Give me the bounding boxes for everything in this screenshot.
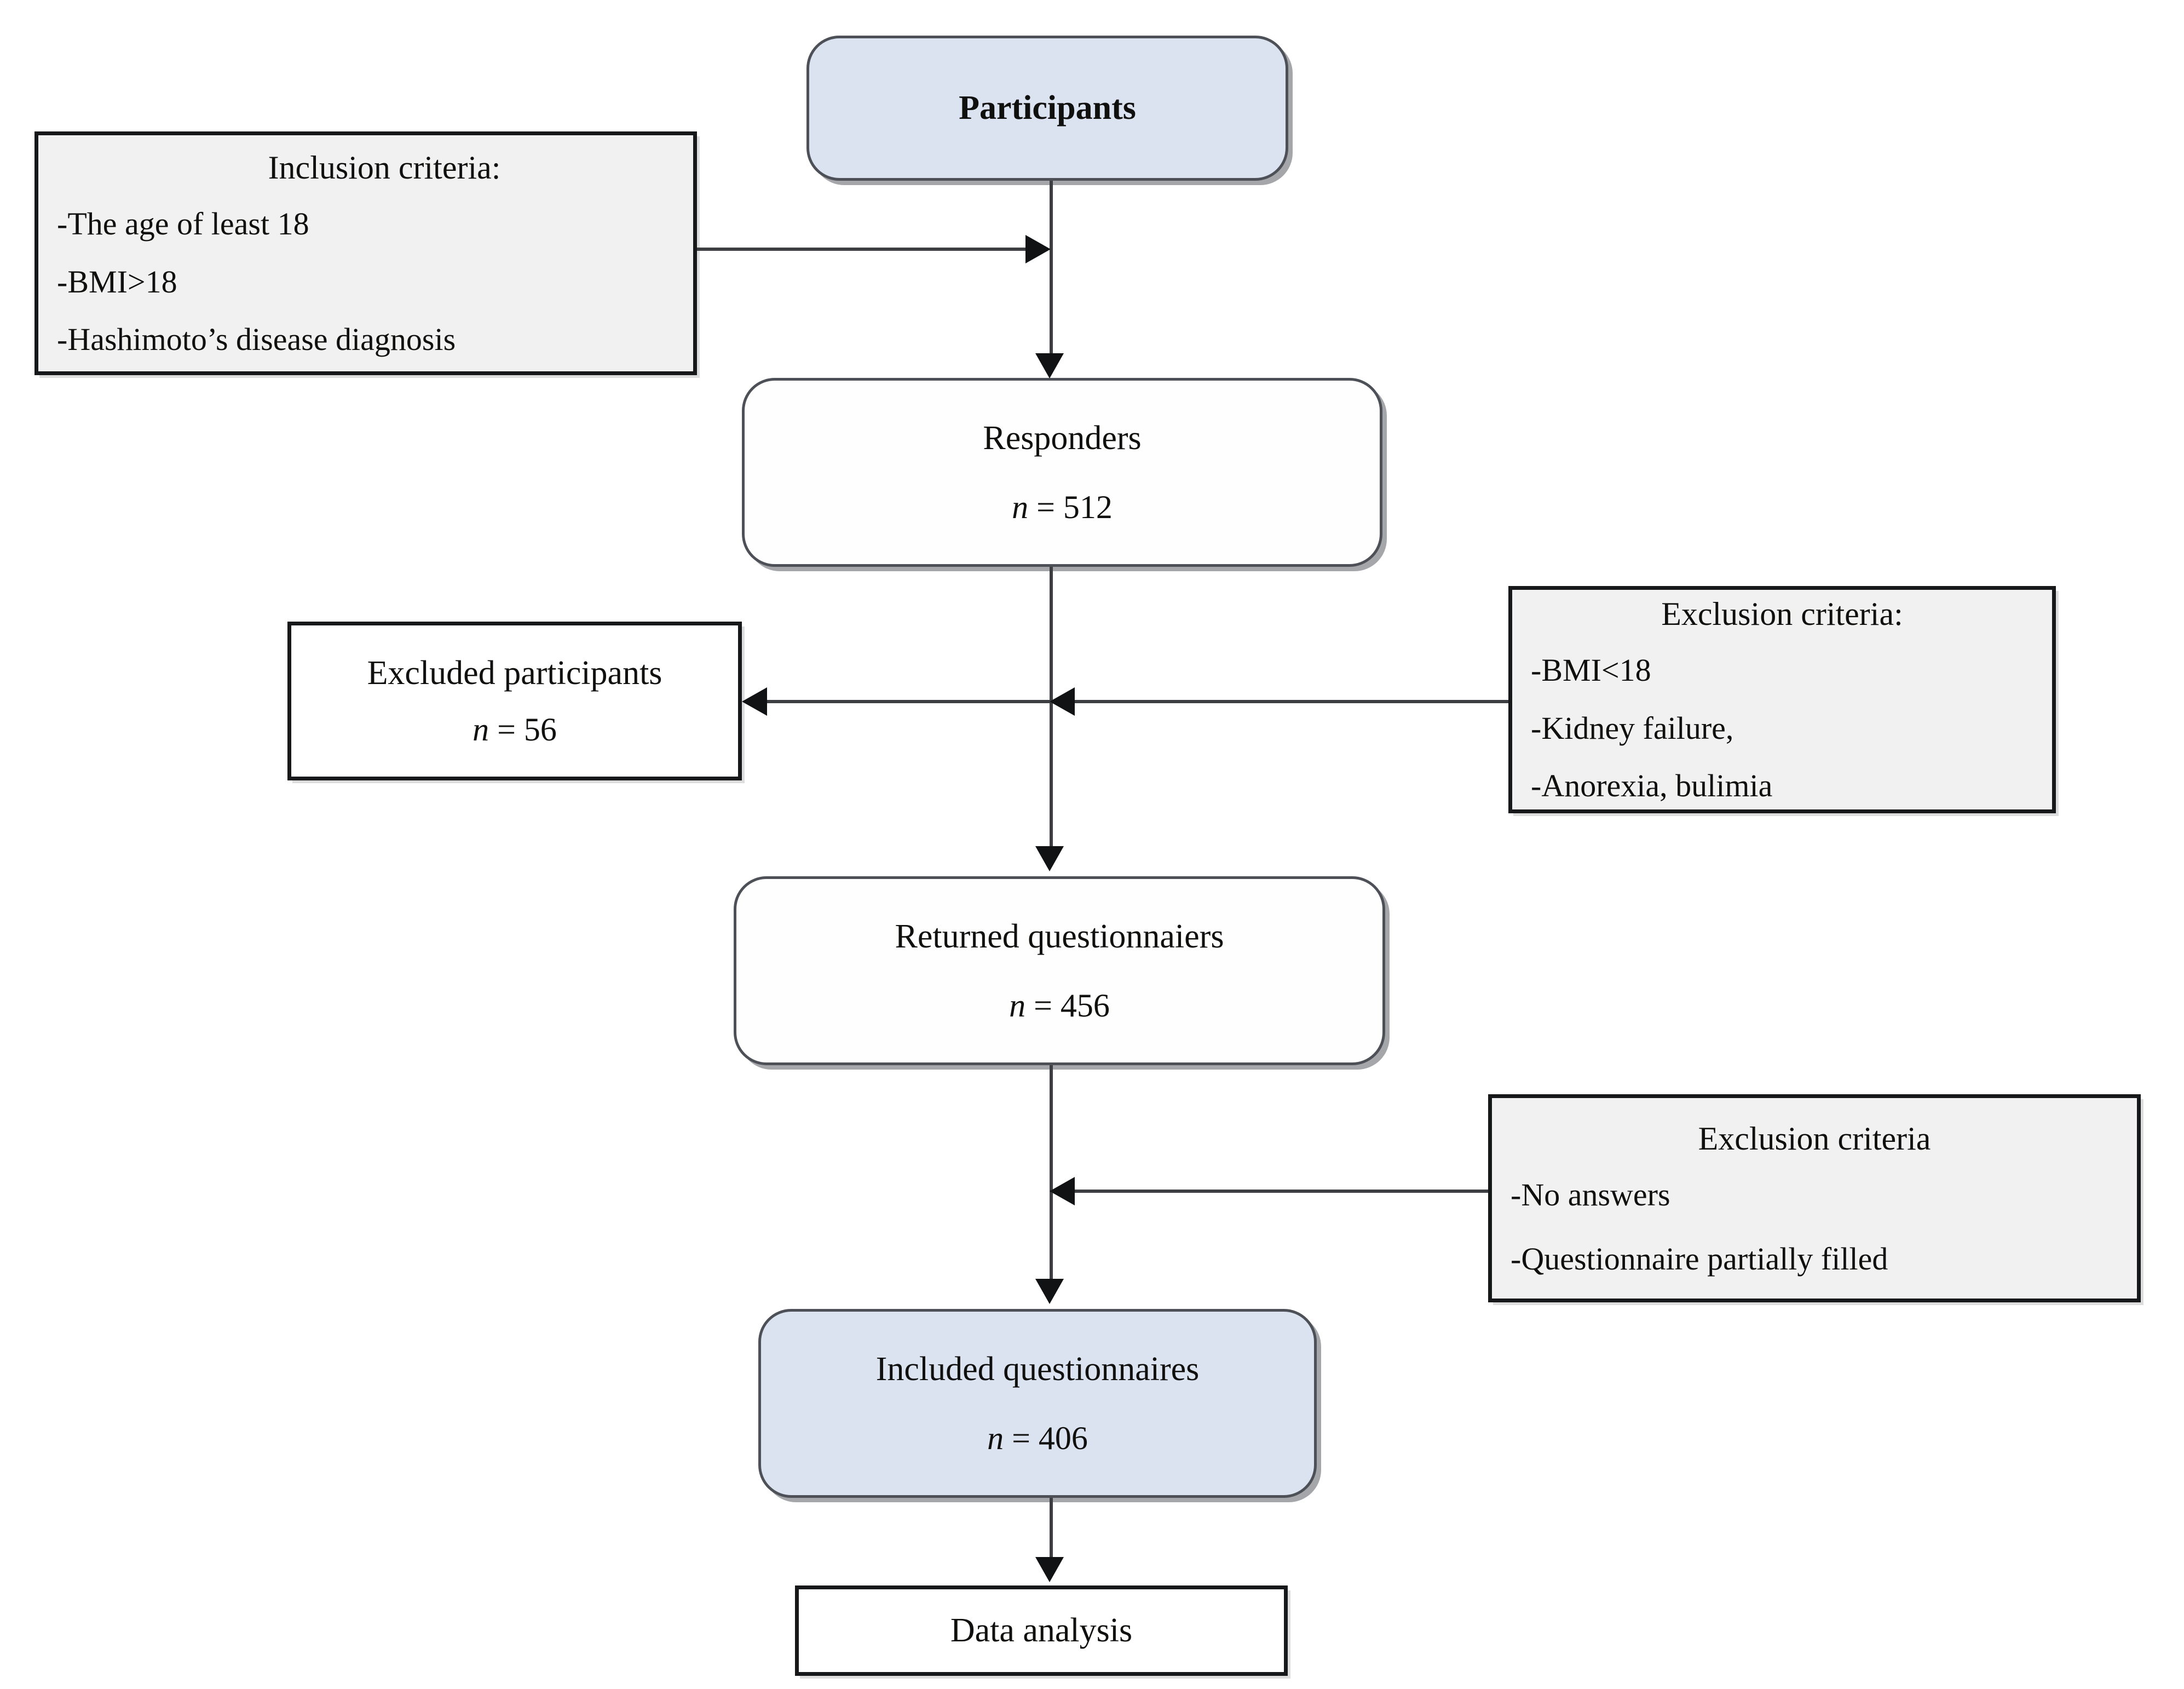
- node-returned-questionnaires[interactable]: Returned questionnaiers n = 456: [734, 876, 1385, 1065]
- exclusion-criteria-1-item-2: -Kidney failure,: [1531, 710, 1734, 746]
- edge-exclusion1-to-excluded-arrowhead: [742, 687, 767, 716]
- node-responders-label: Responders: [983, 420, 1142, 457]
- edge-participants-to-responders-line: [1050, 181, 1053, 356]
- node-included-count: n = 406: [987, 1420, 1088, 1456]
- exclusion-criteria-2-heading: Exclusion criteria: [1698, 1120, 1931, 1157]
- edge-included-to-analysis-arrowhead: [1035, 1557, 1064, 1582]
- edge-exclusion1-to-excluded-line: [767, 700, 1508, 703]
- node-responders[interactable]: Responders n = 512: [742, 378, 1382, 567]
- inclusion-criteria-list: -The age of least 18 -BMI>18 -Hashimoto’…: [38, 203, 712, 360]
- inclusion-criteria-item-1: -The age of least 18: [57, 206, 309, 242]
- edge-included-to-analysis-line: [1050, 1498, 1053, 1558]
- node-responders-count: n = 512: [1012, 489, 1113, 525]
- edge-returned-to-included-line: [1050, 1065, 1053, 1282]
- node-included-label: Included questionnaires: [875, 1351, 1200, 1388]
- node-participants-label: Participants: [959, 89, 1136, 127]
- node-data-analysis-label: Data analysis: [950, 1612, 1133, 1650]
- inclusion-criteria-heading: Inclusion criteria:: [268, 150, 501, 186]
- node-returned-count: n = 456: [1009, 987, 1110, 1024]
- edge-participants-to-responders-arrowhead: [1035, 353, 1064, 378]
- node-exclusion-criteria-1[interactable]: Exclusion criteria: -BMI<18 -Kidney fail…: [1508, 586, 2056, 813]
- node-excluded-label: Excluded participants: [367, 654, 662, 692]
- node-excluded-count: n = 56: [472, 711, 557, 748]
- exclusion-criteria-2-item-2: -Questionnaire partially filled: [1511, 1241, 1888, 1277]
- edge-exclusion2-to-flow-arrowhead: [1050, 1177, 1075, 1205]
- edge-exclusion2-to-flow-line: [1073, 1190, 1488, 1193]
- exclusion-criteria-1-heading: Exclusion criteria:: [1661, 596, 1903, 633]
- exclusion-criteria-2-item-1: -No answers: [1511, 1176, 1670, 1213]
- inclusion-criteria-item-2: -BMI>18: [57, 263, 177, 300]
- node-data-analysis[interactable]: Data analysis: [795, 1585, 1288, 1676]
- node-included-questionnaires[interactable]: Included questionnaires n = 406: [758, 1309, 1317, 1498]
- edge-returned-to-included-arrowhead: [1035, 1279, 1064, 1304]
- edge-exclusion1-flow-junction-arrowhead: [1050, 687, 1075, 716]
- node-returned-label: Returned questionnaiers: [895, 918, 1224, 956]
- node-exclusion-criteria-2[interactable]: Exclusion criteria -No answers -Question…: [1488, 1094, 2141, 1302]
- edge-responders-to-returned-arrowhead: [1035, 846, 1064, 871]
- exclusion-criteria-1-item-1: -BMI<18: [1531, 652, 1651, 688]
- edge-inclusion-to-flow-line: [697, 248, 1025, 251]
- exclusion-criteria-2-list: -No answers -Questionnaire partially fil…: [1492, 1174, 2156, 1280]
- node-participants[interactable]: Participants: [806, 36, 1288, 181]
- inclusion-criteria-item-3: -Hashimoto’s disease diagnosis: [57, 321, 456, 358]
- node-excluded-participants[interactable]: Excluded participants n = 56: [287, 622, 742, 780]
- exclusion-criteria-1-item-3: -Anorexia, bulimia: [1531, 768, 1773, 804]
- node-inclusion-criteria[interactable]: Inclusion criteria: -The age of least 18…: [34, 131, 697, 375]
- exclusion-criteria-1-list: -BMI<18 -Kidney failure, -Anorexia, buli…: [1512, 650, 2071, 806]
- edge-inclusion-to-flow-arrowhead: [1025, 235, 1051, 263]
